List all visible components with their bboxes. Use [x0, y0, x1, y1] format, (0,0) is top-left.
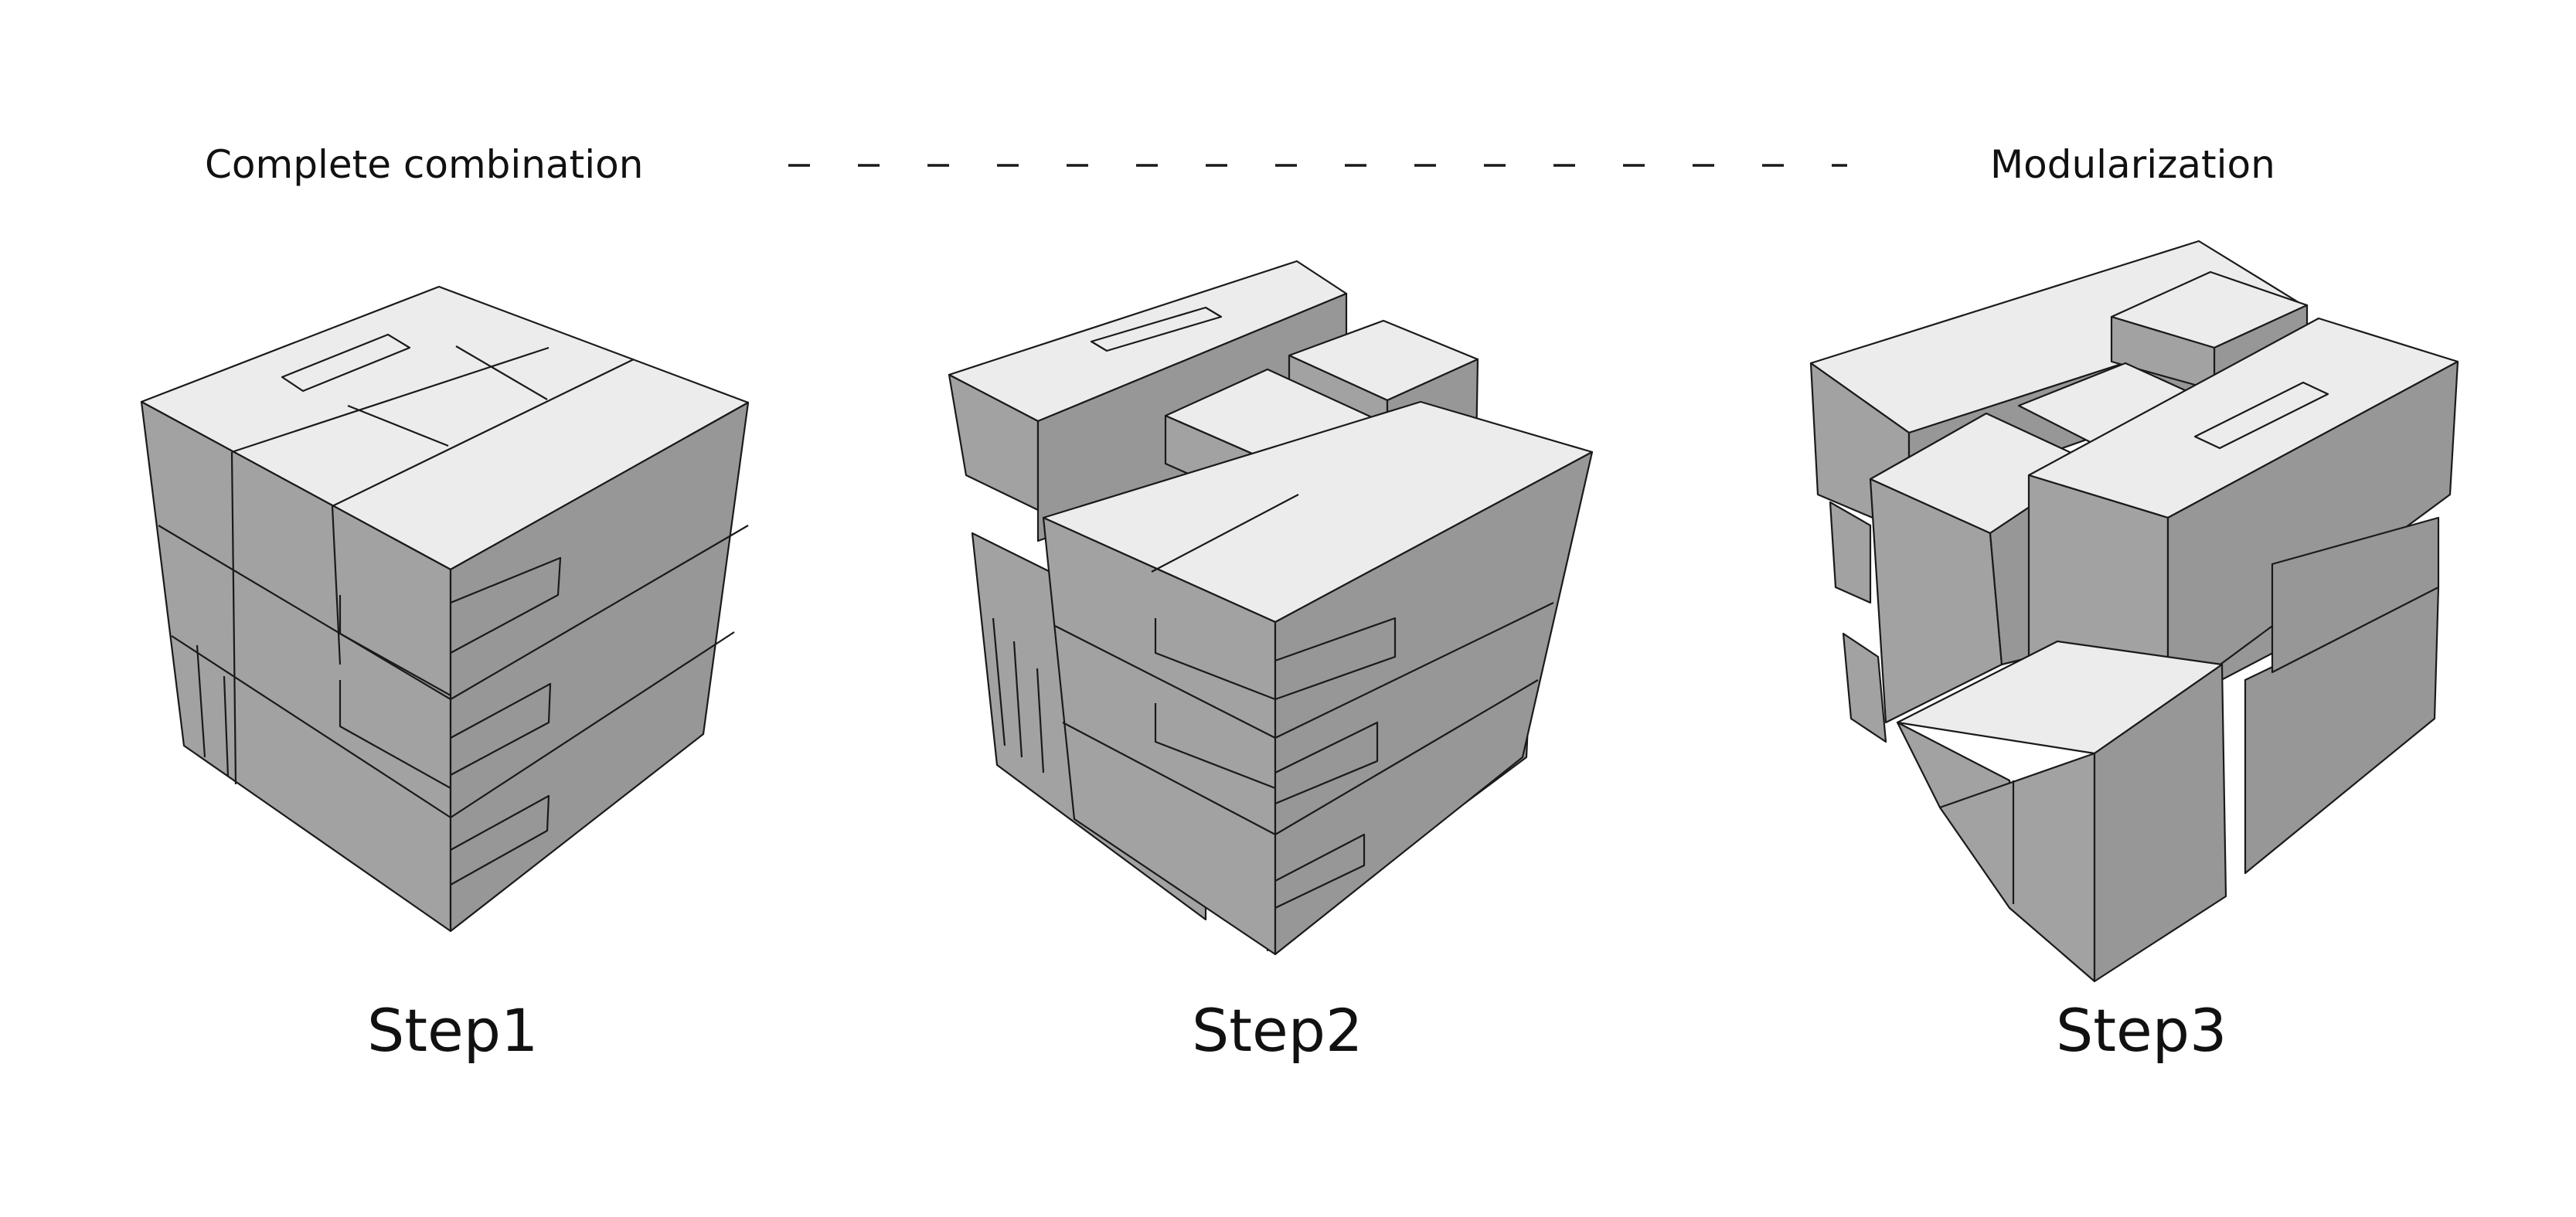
- label-modularization: Modularization: [1990, 142, 2275, 187]
- step2-label: Step2: [1192, 996, 1363, 1065]
- cube-step3: [1809, 240, 2459, 983]
- cube-step1: [140, 285, 750, 933]
- cube-step2: [948, 260, 1594, 956]
- step3-label: Step3: [2056, 996, 2227, 1065]
- label-complete-combination: Complete combination: [205, 142, 643, 187]
- step1-label: Step1: [367, 996, 538, 1065]
